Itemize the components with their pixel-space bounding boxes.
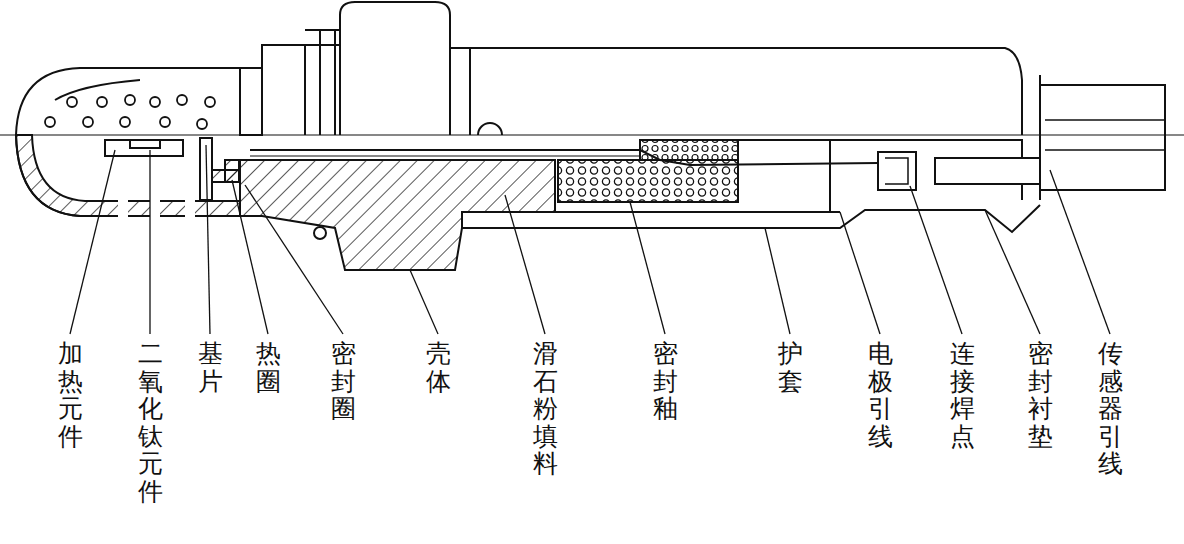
part-label: 密封圈	[331, 340, 356, 423]
part-label: 热圈	[256, 340, 281, 395]
part-label: 加热元件	[58, 340, 83, 450]
part-label: 密封衬垫	[1028, 340, 1053, 450]
part-label: 传感器引线	[1098, 340, 1123, 478]
part-label: 连接焊点	[950, 340, 975, 450]
part-label: 护套	[778, 340, 803, 395]
part-label: 滑石粉填料	[533, 340, 558, 478]
part-label: 基片	[198, 340, 223, 395]
part-label: 壳体	[426, 340, 451, 395]
part-label: 电极引线	[868, 340, 893, 450]
part-label: 密封釉	[653, 340, 678, 423]
part-label: 二氧化钛元件	[138, 340, 163, 505]
